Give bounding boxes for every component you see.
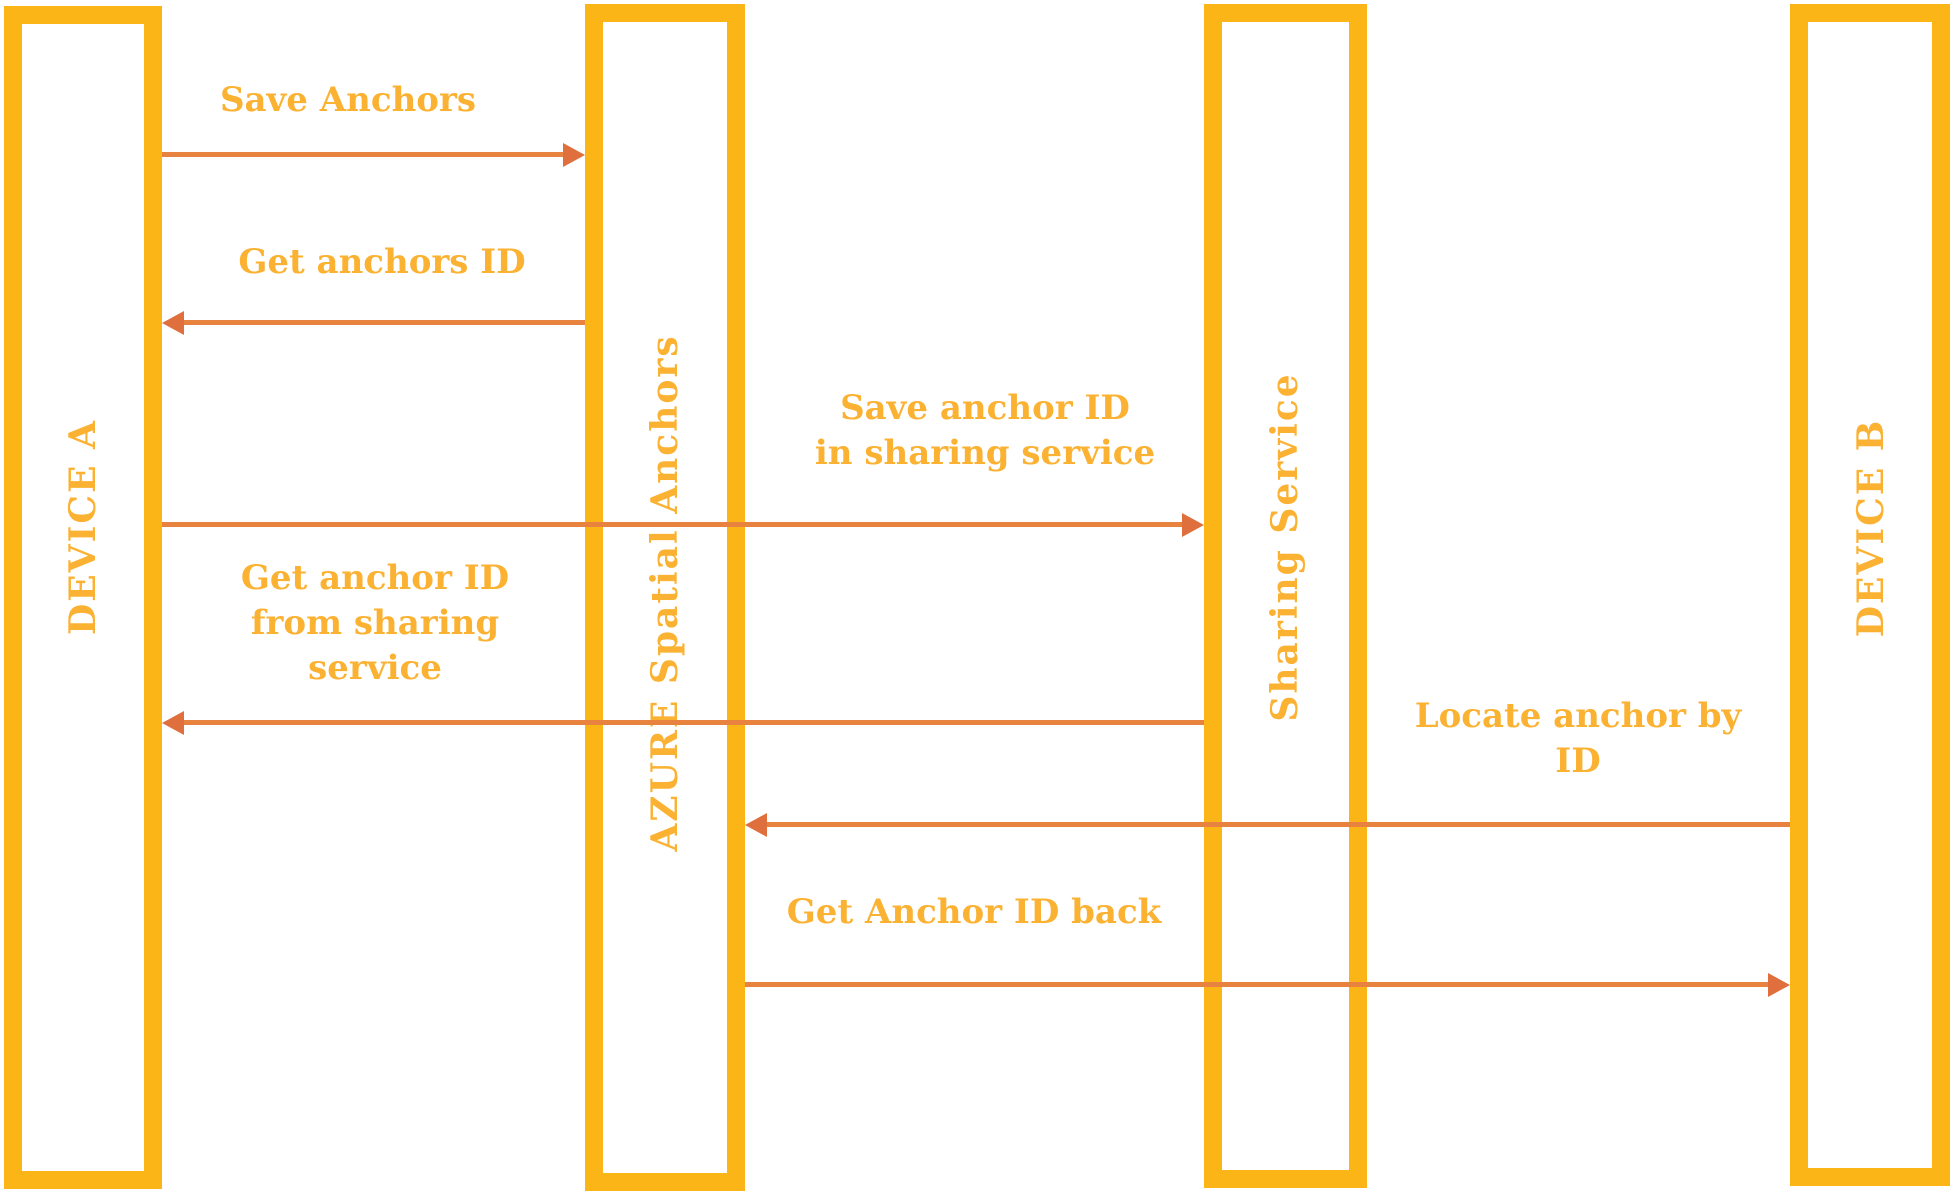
message-label-locate-anchor-by-id: Locate anchor by ID	[1415, 694, 1742, 784]
message-label-get-anchor-id-back: Get Anchor ID back	[787, 890, 1161, 935]
message-arrow-locate-anchor-by-id	[766, 822, 1790, 827]
message-arrow-get-anchors-id	[183, 320, 585, 325]
message-label-line: Get Anchor ID back	[786, 892, 1162, 932]
message-label-line: Get anchors ID	[238, 242, 526, 282]
message-label-line: Locate anchor by	[1414, 696, 1742, 736]
lifeline-sharing-service	[1204, 4, 1367, 1188]
lifeline-label-azure-spatial-anchors: AZURE Spatial Anchors	[644, 334, 686, 852]
lifeline-label-device-b: DEVICE B	[1850, 418, 1892, 638]
message-arrow-get-anchor-id-from-sharing-service	[183, 720, 1204, 725]
lifeline-device-b	[1790, 4, 1950, 1186]
message-arrow-save-anchors	[162, 152, 565, 157]
lifeline-device-a	[4, 6, 162, 1189]
message-arrow-save-anchor-id-in-sharing-service	[162, 522, 1183, 527]
message-label-save-anchors: Save Anchors	[220, 78, 476, 123]
arrowhead-left-icon	[162, 711, 184, 735]
arrowhead-right-icon	[563, 143, 585, 167]
message-label-line: from sharing	[250, 603, 500, 643]
arrowhead-right-icon	[1768, 973, 1790, 997]
lifeline-label-sharing-service: Sharing Service	[1264, 372, 1306, 722]
message-label-line: Save anchor ID	[840, 388, 1130, 428]
message-label-line: in sharing service	[814, 433, 1156, 473]
message-label-line: service	[308, 648, 442, 688]
lifeline-azure-spatial-anchors	[585, 4, 745, 1191]
lifeline-label-device-a: DEVICE A	[62, 419, 104, 635]
message-label-save-anchor-id-in-sharing-service: Save anchor ID in sharing service	[815, 386, 1155, 476]
message-label-line: ID	[1555, 741, 1601, 781]
message-label-line: Get anchor ID	[240, 558, 510, 598]
arrowhead-left-icon	[745, 813, 767, 837]
message-label-get-anchor-id-from-sharing-service: Get anchor ID from sharing service	[241, 556, 509, 691]
arrowhead-left-icon	[162, 311, 184, 335]
message-arrow-get-anchor-id-back	[745, 982, 1769, 987]
message-label-get-anchors-id: Get anchors ID	[238, 240, 525, 285]
arrowhead-right-icon	[1182, 513, 1204, 537]
message-label-line: Save Anchors	[219, 80, 477, 120]
